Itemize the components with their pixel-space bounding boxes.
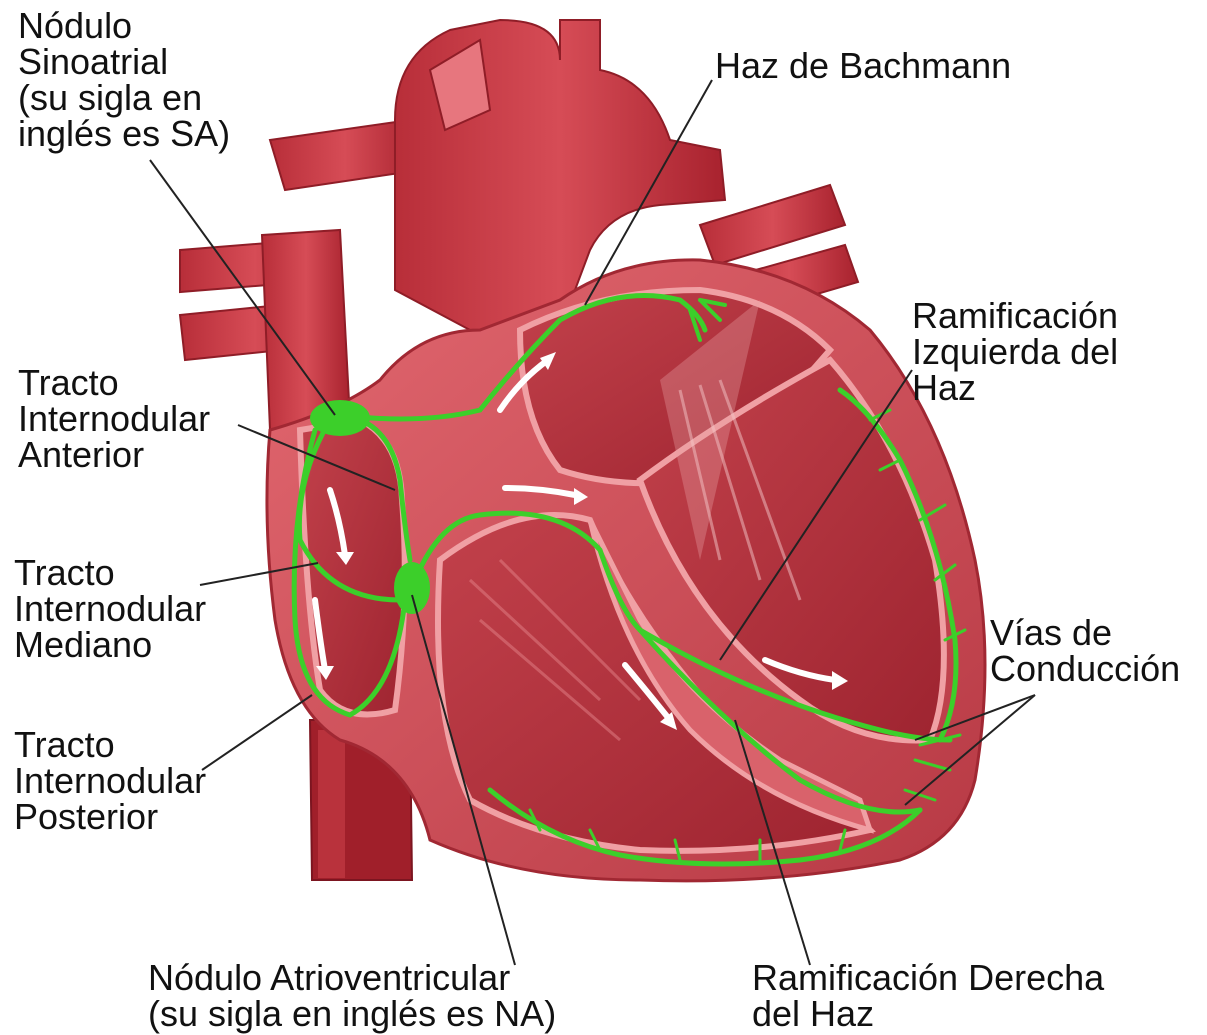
av-node (394, 562, 430, 614)
label-sa-node: Nódulo Sinoatrial (su sigla en inglés es… (18, 8, 230, 152)
label-bachmann: Haz de Bachmann (715, 48, 1011, 84)
label-line: Izquierda del (912, 334, 1118, 370)
label-line: Internodular (18, 401, 210, 437)
leader-line-posterior (202, 695, 312, 770)
label-line: Nódulo Atrioventricular (148, 960, 556, 996)
label-line: Sinoatrial (18, 44, 230, 80)
label-av-node: Nódulo Atrioventricular (su sigla en ing… (148, 960, 556, 1032)
label-line: Haz (912, 370, 1118, 406)
label-line: Conducción (990, 651, 1180, 687)
label-line: Vías de (990, 615, 1180, 651)
label-anterior-tract: Tracto Internodular Anterior (18, 365, 210, 473)
label-line: Tracto (18, 365, 210, 401)
label-line: Internodular (14, 591, 206, 627)
sa-node (310, 400, 370, 436)
label-left-bundle: Ramificación Izquierda del Haz (912, 298, 1118, 406)
label-line: Anterior (18, 437, 210, 473)
label-posterior-tract: Tracto Internodular Posterior (14, 727, 206, 835)
label-right-bundle: Ramificación Derecha del Haz (752, 960, 1104, 1032)
label-middle-tract: Tracto Internodular Mediano (14, 555, 206, 663)
superior-vena-cava (262, 230, 350, 430)
label-line: Posterior (14, 799, 206, 835)
label-line: Mediano (14, 627, 206, 663)
label-line: Ramificación Derecha (752, 960, 1104, 996)
label-line: inglés es SA) (18, 116, 230, 152)
label-line: Tracto (14, 727, 206, 763)
label-line: Ramificación (912, 298, 1118, 334)
label-line: Internodular (14, 763, 206, 799)
label-line: Nódulo (18, 8, 230, 44)
label-line: del Haz (752, 996, 1104, 1032)
label-conduction-paths: Vías de Conducción (990, 615, 1180, 687)
label-line: Tracto (14, 555, 206, 591)
label-line: (su sigla en inglés es NA) (148, 996, 556, 1032)
label-line: (su sigla en (18, 80, 230, 116)
label-line: Haz de Bachmann (715, 48, 1011, 84)
